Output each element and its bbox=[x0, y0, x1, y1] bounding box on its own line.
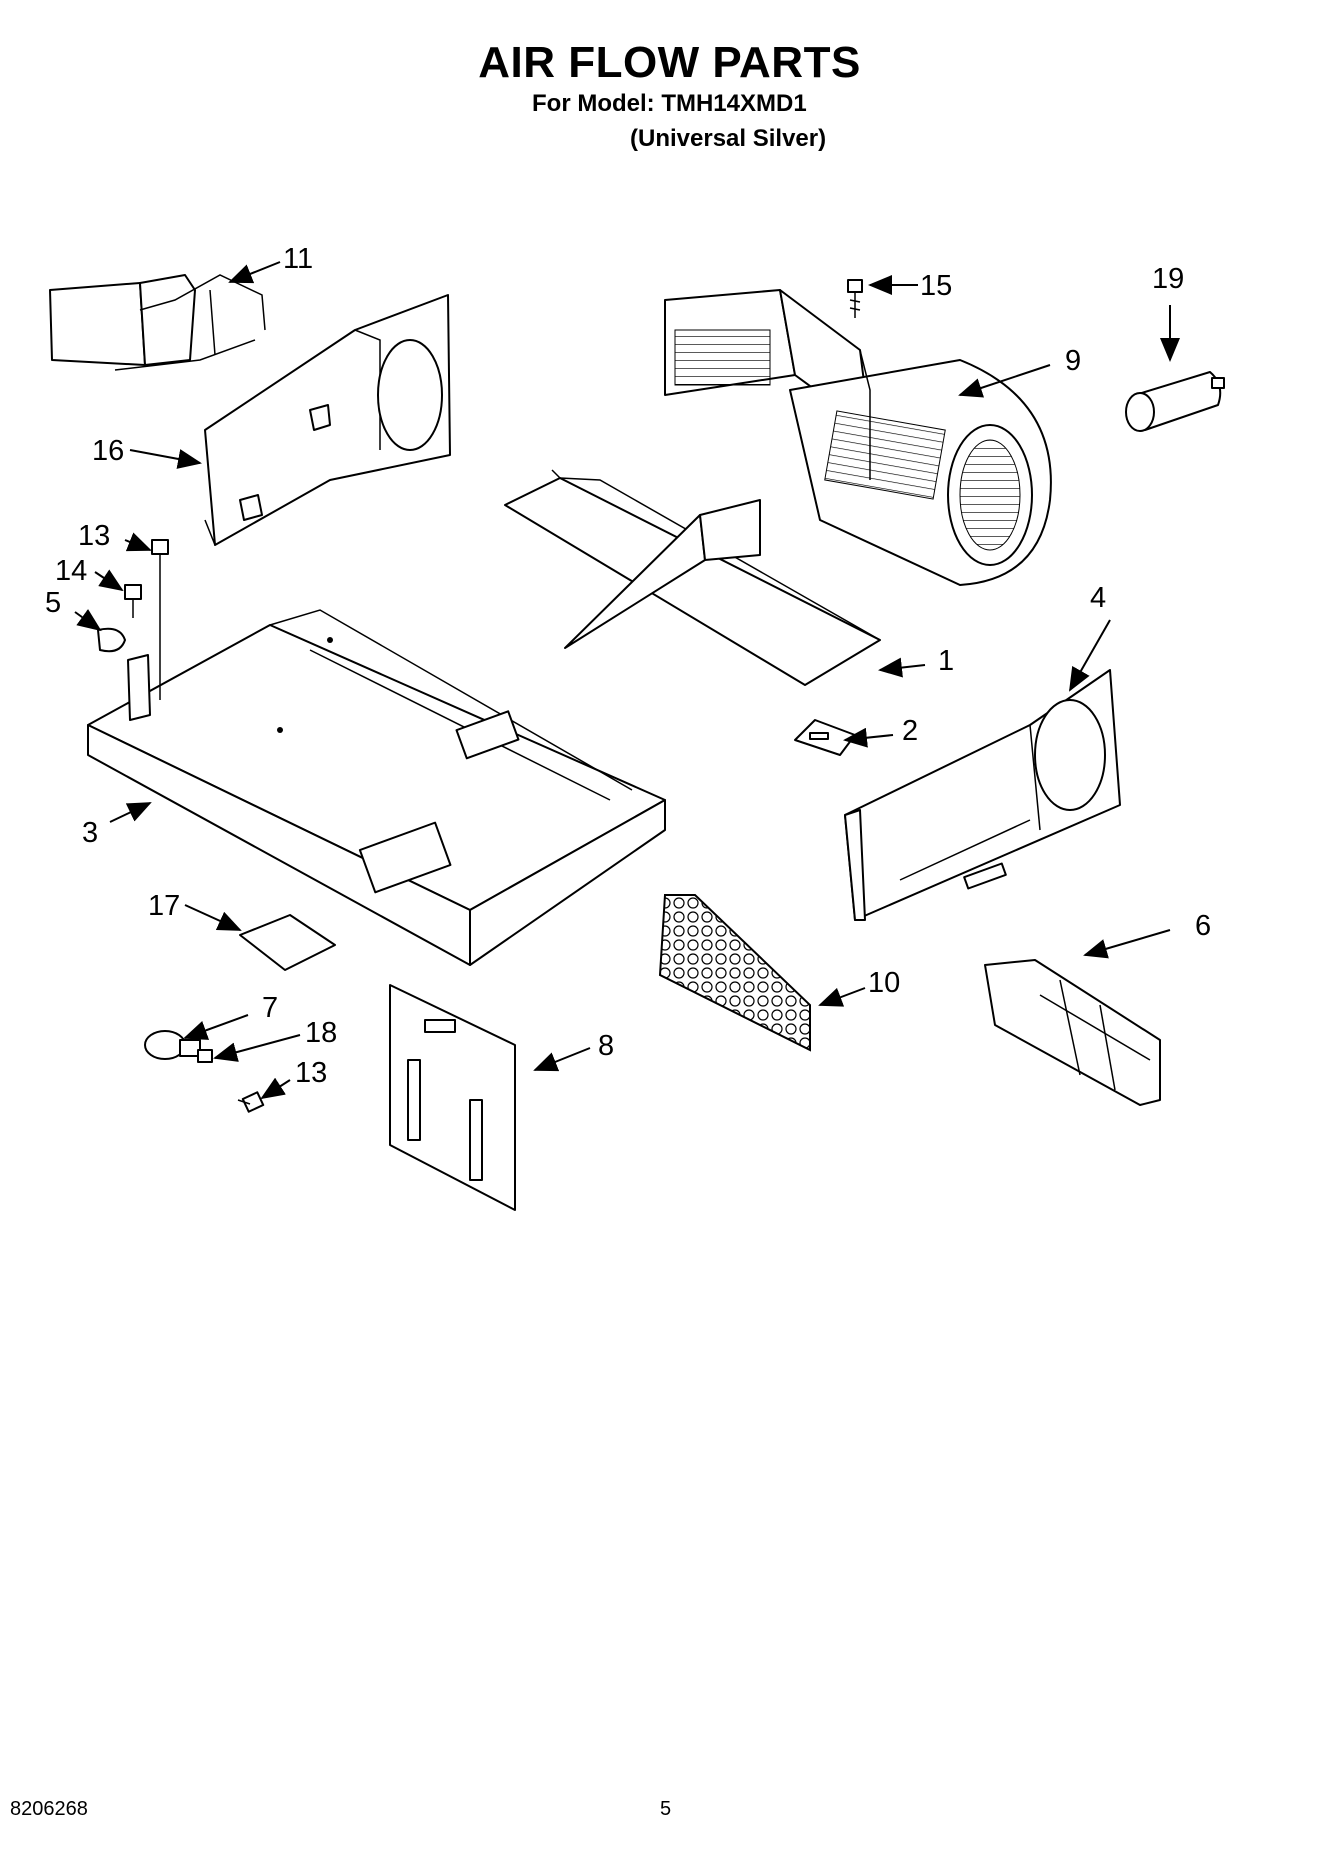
callout-19: 19 bbox=[1152, 263, 1184, 295]
part-13-screw-upper bbox=[151, 539, 169, 700]
callout-2: 2 bbox=[902, 715, 918, 747]
part-7-lamp bbox=[144, 1030, 201, 1060]
callout-16: 16 bbox=[92, 435, 124, 467]
callout-14: 14 bbox=[55, 555, 87, 587]
callout-13-upper: 13 bbox=[78, 520, 110, 552]
callout-8: 8 bbox=[598, 1030, 614, 1062]
part-10-grease-filter bbox=[658, 894, 811, 1052]
part-14-screw bbox=[124, 584, 142, 618]
part-19-capacitor bbox=[1125, 371, 1225, 432]
callout-3: 3 bbox=[82, 817, 98, 849]
part-5-clip bbox=[97, 627, 126, 653]
callout-15: 15 bbox=[920, 270, 952, 302]
callout-7: 7 bbox=[262, 992, 278, 1024]
leader-lines bbox=[74, 261, 1180, 1100]
part-17-cover-plate bbox=[239, 914, 336, 971]
page-title: AIR FLOW PARTS bbox=[478, 38, 861, 87]
part-16-air-guide bbox=[204, 294, 451, 546]
document-number: 8206268 bbox=[10, 1798, 88, 1820]
callout-4: 4 bbox=[1090, 582, 1106, 614]
part-13-screw-lower bbox=[237, 1091, 265, 1113]
part-8-mounting-panel bbox=[389, 984, 516, 1211]
part-18-socket bbox=[197, 1049, 213, 1063]
page-number: 5 bbox=[660, 1798, 672, 1820]
callout-10: 10 bbox=[868, 967, 900, 999]
part-9-blower-assembly bbox=[664, 289, 1052, 586]
part-4-filter-frame bbox=[844, 669, 1121, 921]
variant-line: (Universal Silver) bbox=[630, 125, 827, 152]
callout-11: 11 bbox=[283, 243, 313, 275]
part-1-air-guide-tray bbox=[504, 469, 881, 686]
callout-13-lower: 13 bbox=[295, 1057, 327, 1089]
part-2-small-bracket bbox=[794, 719, 856, 756]
model-line: For Model: TMH14XMD1 bbox=[532, 90, 807, 117]
part-11-duct-bracket bbox=[49, 274, 266, 371]
callout-1: 1 bbox=[938, 645, 954, 677]
part-3-base-plate bbox=[87, 609, 666, 966]
callout-6: 6 bbox=[1195, 910, 1211, 942]
part-6-filter bbox=[984, 959, 1161, 1106]
callout-17: 17 bbox=[148, 890, 180, 922]
callout-9: 9 bbox=[1065, 345, 1081, 377]
callout-labels: 11 15 19 9 16 13 14 5 1 4 2 3 17 6 10 7 … bbox=[45, 243, 1211, 1089]
callout-18: 18 bbox=[305, 1017, 337, 1049]
part-15-screw bbox=[847, 279, 863, 318]
callout-5: 5 bbox=[45, 587, 61, 619]
